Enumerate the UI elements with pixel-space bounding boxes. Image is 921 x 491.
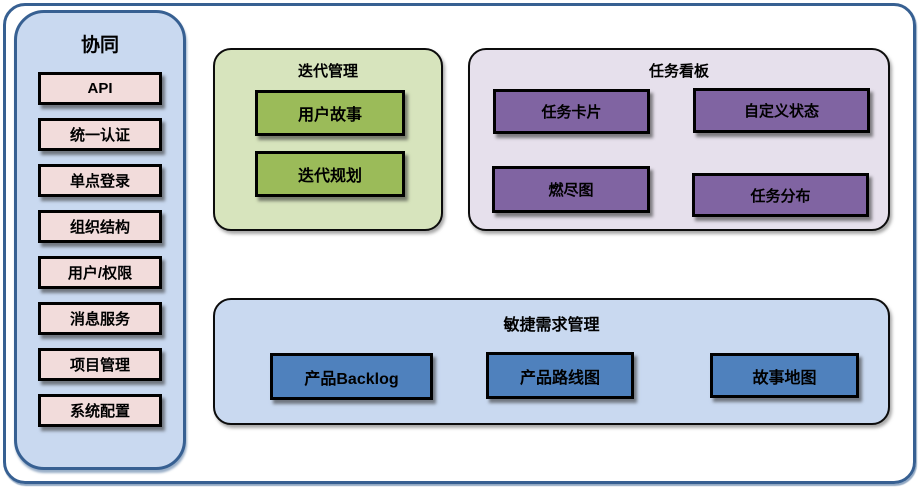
- sidebar-item-project-management: 项目管理: [38, 348, 162, 381]
- sidebar-item-sso: 单点登录: [38, 164, 162, 197]
- group-title-agile-requirements: 敏捷需求管理: [503, 317, 600, 334]
- feature-product-roadmap: 产品路线图: [486, 352, 634, 399]
- sidebar-item-api: API: [38, 72, 162, 105]
- feature-custom-status: 自定义状态: [693, 88, 870, 133]
- sidebar-item-users-permissions: 用户/权限: [38, 256, 162, 289]
- feature-burndown-chart: 燃尽图: [492, 166, 650, 213]
- group-title-collaboration: 协同: [80, 35, 119, 56]
- feature-task-distribution: 任务分布: [692, 173, 869, 217]
- sidebar-item-unified-auth: 统一认证: [38, 118, 162, 151]
- group-title-task-board: 任务看板: [648, 63, 709, 80]
- feature-user-stories: 用户故事: [255, 90, 405, 136]
- feature-task-cards: 任务卡片: [493, 89, 650, 134]
- group-agile-requirements: 敏捷需求管理 产品Backlog 产品路线图 故事地图: [213, 298, 890, 425]
- sidebar-item-system-config: 系统配置: [38, 394, 162, 427]
- collaboration-item-list: API 统一认证 单点登录 组织结构 用户/权限 消息服务 项目管理 系统配置: [17, 72, 183, 427]
- sidebar-item-org-structure: 组织结构: [38, 210, 162, 243]
- feature-story-map: 故事地图: [710, 353, 859, 398]
- group-task-board: 任务看板 任务卡片 自定义状态 燃尽图 任务分布: [468, 48, 890, 231]
- group-title-iteration-management: 迭代管理: [297, 63, 358, 80]
- feature-product-backlog: 产品Backlog: [270, 353, 433, 400]
- diagram-outer-frame: [3, 3, 916, 484]
- group-collaboration: 协同 API 统一认证 单点登录 组织结构 用户/权限 消息服务 项目管理 系统…: [14, 10, 186, 470]
- sidebar-item-message-service: 消息服务: [38, 302, 162, 335]
- group-iteration-management: 迭代管理 用户故事 迭代规划: [213, 48, 443, 231]
- feature-iteration-planning: 迭代规划: [255, 151, 405, 197]
